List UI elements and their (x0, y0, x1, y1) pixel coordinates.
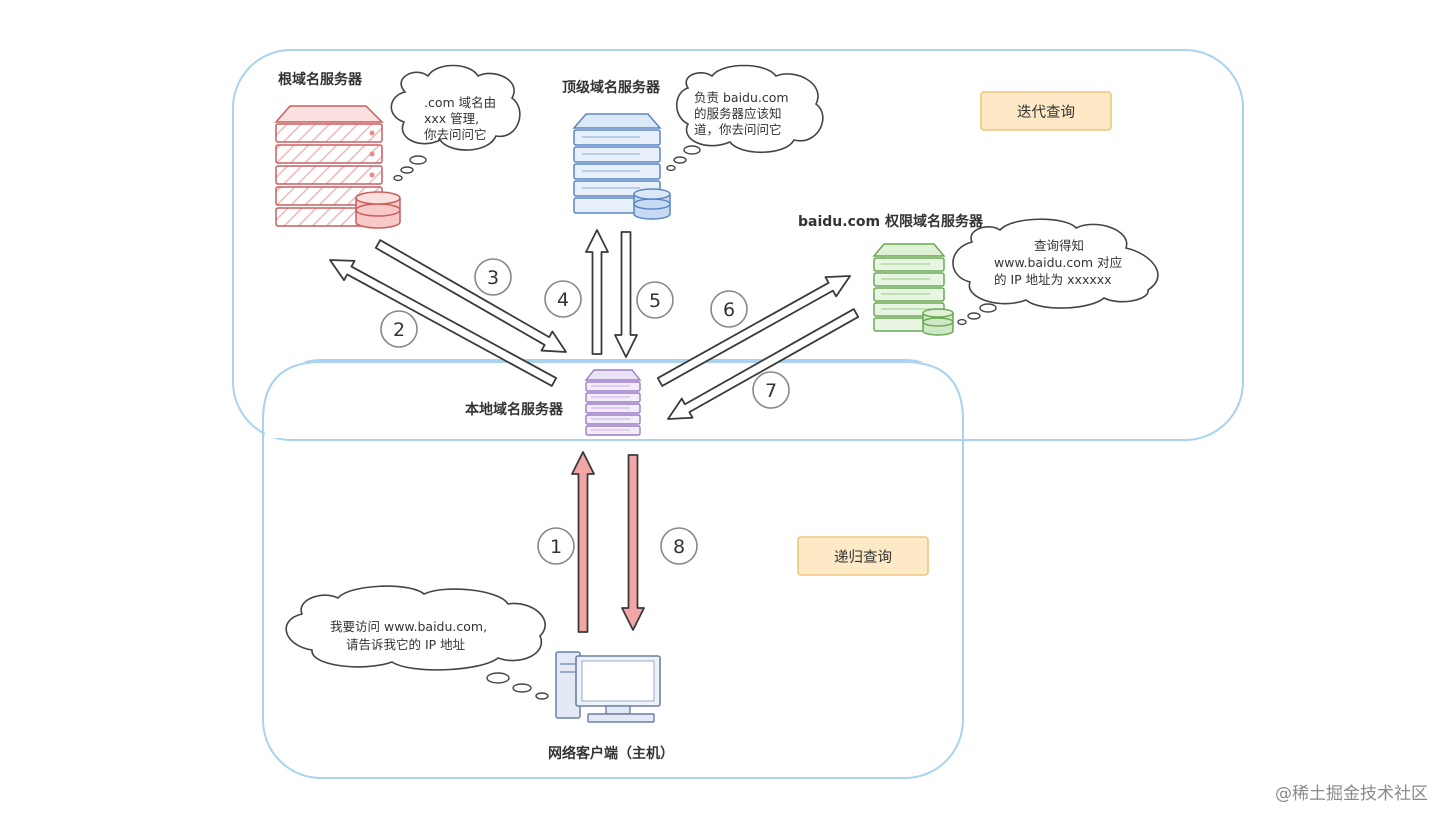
arrow-step-6 (656, 275, 851, 387)
root-bubble-line-3: 你去问问它 (424, 127, 487, 142)
step-6-marker: 6 (710, 290, 748, 328)
step-7-number: 7 (765, 380, 777, 402)
client-thought-bubble: 我要访问 www.baidu.com, 请告诉我它的 IP 地址 (285, 585, 549, 700)
recursive-query-label: 递归查询 (834, 549, 892, 566)
iterative-query-tag: 迭代查询 (980, 91, 1112, 131)
step-4-marker: 4 (544, 280, 582, 318)
step-2-number: 2 (393, 319, 405, 341)
tld-server-label: 顶级域名服务器 (562, 79, 661, 96)
tld-bubble-line-3: 道，你去问问它 (694, 122, 782, 137)
arrow-step-5 (614, 231, 638, 358)
step-8-marker: 8 (660, 527, 698, 565)
local-server-label: 本地域名服务器 (465, 401, 564, 418)
arrow-step-4 (585, 229, 609, 355)
local-server-icon (584, 369, 642, 436)
auth-bubble-line-3: 的 IP 地址为 xxxxxx (994, 272, 1112, 287)
tld-bubble-line-2: 的服务器应该知 (694, 106, 782, 121)
client-bubble-line-2: 请告诉我它的 IP 地址 (346, 637, 466, 652)
root-server-icon (274, 105, 401, 229)
step-5-marker: 5 (636, 281, 674, 319)
step-2-marker: 2 (380, 310, 418, 348)
query-arrows (329, 229, 860, 633)
step-4-number: 4 (557, 289, 569, 311)
root-bubble-line-2: xxx 管理, (424, 111, 479, 126)
client-computer-icon (555, 651, 661, 723)
iterative-query-label: 迭代查询 (1017, 104, 1075, 121)
auth-bubble-line-1: 查询得知 (1034, 238, 1084, 253)
step-8-number: 8 (673, 536, 685, 558)
auth-bubble-line-2: www.baidu.com 对应 (994, 255, 1122, 270)
recursive-query-tag: 递归查询 (797, 536, 929, 576)
arrow-step-1 (571, 451, 595, 633)
authoritative-thought-bubble: 查询得知 www.baidu.com 对应 的 IP 地址为 xxxxxx (952, 218, 1159, 326)
root-server-label: 根域名服务器 (278, 71, 363, 88)
authoritative-server-label: baidu.com 权限域名服务器 (798, 213, 984, 230)
step-5-number: 5 (649, 290, 661, 312)
step-1-number: 1 (550, 536, 562, 558)
recursive-region (262, 359, 964, 779)
client-label: 网络客户端（主机） (548, 745, 674, 762)
arrow-step-7 (667, 308, 860, 420)
client-bubble-line-1: 我要访问 www.baidu.com, (330, 619, 487, 634)
step-circles: 1 2 3 4 5 6 7 8 (380, 258, 790, 565)
tld-thought-bubble: 负责 baidu.com 的服务器应该知 道，你去问问它 (666, 64, 824, 172)
arrow-step-2 (329, 259, 558, 387)
step-6-number: 6 (723, 299, 735, 321)
tld-bubble-line-1: 负责 baidu.com (694, 90, 789, 105)
arrow-step-3 (374, 239, 567, 353)
step-3-number: 3 (487, 267, 499, 289)
root-thought-bubble: .com 域名由 xxx 管理, 你去问问它 (390, 64, 521, 182)
step-1-marker: 1 (537, 527, 575, 565)
watermark: @稀土掘金技术社区 (1275, 784, 1428, 804)
arrow-step-8 (621, 454, 645, 631)
step-3-marker: 3 (474, 258, 512, 296)
iterative-region (232, 49, 1244, 441)
root-bubble-line-1: .com 域名由 (424, 95, 496, 110)
tld-server-icon (572, 113, 671, 220)
step-7-marker: 7 (752, 371, 790, 409)
authoritative-server-icon (872, 243, 954, 336)
